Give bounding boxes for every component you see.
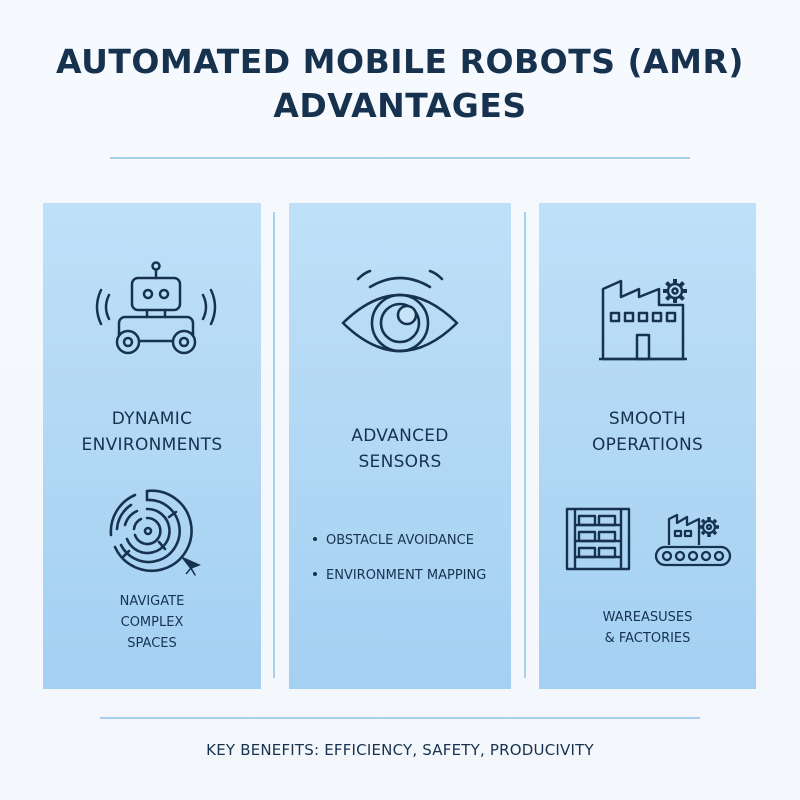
panel-divider-2 <box>524 212 526 678</box>
factory-gear-icon <box>599 267 699 367</box>
panel-1-caption: NAVIGATE COMPLEX SPACES <box>119 594 185 651</box>
bottom-divider <box>100 717 700 719</box>
bullet-icon <box>313 571 317 576</box>
bullet-icon <box>313 536 317 541</box>
panel-3-heading: SMOOTH OPERATIONS <box>591 409 704 455</box>
panel-advanced-sensors: ADVANCED SENSORS OBSTACLE AVOIDANCE ENVI… <box>289 203 511 689</box>
list-item: ENVIRONMENT MAPPING <box>313 568 486 584</box>
panel-divider-1 <box>273 212 275 678</box>
panel-dynamic-environments: DYNAMIC ENVIRONMENTS NAVIGATE COMPLEX SP… <box>43 203 261 689</box>
eye-sensor-icon <box>340 269 460 361</box>
list-item: OBSTACLE AVOIDANCE <box>313 533 486 549</box>
title-line-1: AUTOMATED MOBILE ROBOTS (AMR) <box>56 42 744 81</box>
panel-1-heading: DYNAMIC ENVIRONMENTS <box>81 409 223 455</box>
top-divider <box>110 157 690 159</box>
sensor-feature-list: OBSTACLE AVOIDANCE ENVIRONMENT MAPPING <box>313 533 486 603</box>
robot-icon <box>95 261 217 361</box>
title-line-2: ADVANTAGES <box>273 86 527 125</box>
maze-icon <box>107 487 207 577</box>
warehouse-shelf-icon <box>565 507 631 571</box>
page-title: AUTOMATED MOBILE ROBOTS (AMR) ADVANTAGES <box>0 40 800 128</box>
panel-3-caption: WAREASUSES & FACTORIES <box>602 610 693 646</box>
panel-2-heading: ADVANCED SENSORS <box>351 426 449 472</box>
panel-smooth-operations: SMOOTH OPERATIONS <box>539 203 756 689</box>
conveyor-factory-icon <box>653 507 733 571</box>
footer-key-benefits: KEY BENEFITS: EFFICIENCY, SAFETY, PRODUC… <box>206 741 594 759</box>
